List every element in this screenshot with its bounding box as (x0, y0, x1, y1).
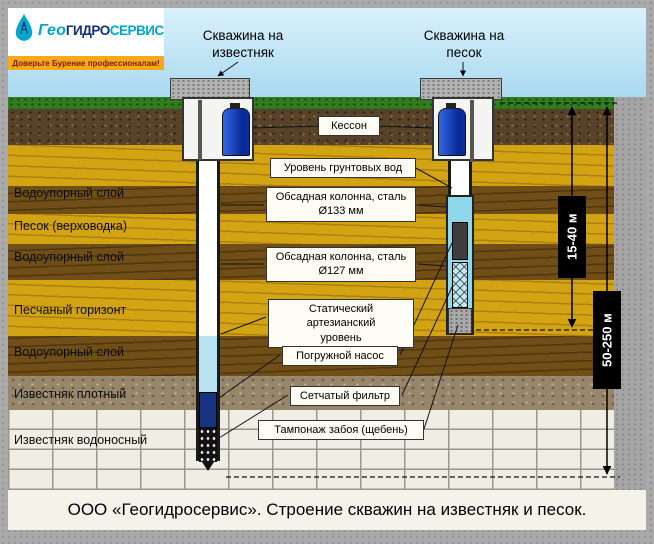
sand-well-concrete-cap (420, 78, 502, 100)
limestone-well-tank-valve (230, 103, 240, 109)
sand-well-mesh-filter (452, 262, 468, 308)
callout-caisson: Кессон (318, 116, 380, 137)
limestone-well-pressure-tank (222, 108, 250, 156)
caption-text: ООО «Геогидросервис». Строение скважин н… (67, 500, 587, 519)
sand-well-tank-valve (446, 103, 456, 109)
limestone-well-bottom-tip (202, 462, 214, 471)
sand-well-drop-pipe (470, 100, 474, 162)
layer-label-sand-horizon: Песчаный горизонт (14, 303, 127, 317)
callout-casing-133: Обсадная колонна, сталь Ø133 мм (266, 187, 416, 222)
sand-well-gravel-tamponage (448, 308, 472, 334)
callout-artesian-level: Статический артезианский уровень (268, 299, 414, 348)
depth-label-sand-well: 15-40 м (558, 196, 586, 278)
callout-tamponage: Тампонаж забоя (щебень) (258, 420, 424, 441)
title-sand-well: Скважина на песок (423, 28, 505, 60)
water-drop-icon (13, 13, 35, 48)
layer-label-aquitard-3: Водоупорный слой (14, 345, 125, 359)
logo-text: ГеоГИДРОСЕРВИС (38, 22, 164, 40)
sand-well-submersible-pump (452, 222, 468, 260)
caption-bar: ООО «Геогидросервис». Строение скважин н… (8, 490, 646, 530)
callout-casing-133-line1: Обсадная колонна, сталь (275, 191, 407, 203)
limestone-well-submersible-pump (199, 392, 217, 428)
company-logo: ГеоГИДРОСЕРВИС Доверьте Бурение професси… (8, 8, 164, 70)
callout-mesh-filter: Сетчатый фильтр (290, 386, 400, 407)
limestone-well-water-column (199, 336, 217, 392)
limestone-well-screen-filter (199, 428, 217, 462)
layer-grass (8, 97, 614, 109)
layer-label-aquitard-1: Водоупорный слой (14, 186, 125, 200)
layer-label-aquitard-2: Водоупорный слой (14, 250, 125, 264)
layer-topsoil (8, 109, 614, 145)
callout-casing-127: Обсадная колонна, сталь Ø127 мм (266, 247, 416, 282)
callout-casing-127-line1: Обсадная колонна, сталь (275, 251, 407, 263)
logo-text-servis: СЕРВИС (109, 22, 164, 38)
depth-label-limestone-well: 50-250 м (593, 291, 621, 389)
layer-label-perched-sand: Песок (верховодка) (14, 219, 128, 233)
callout-artesian-line2: уровень (320, 331, 362, 344)
limestone-well-drop-pipe (198, 100, 202, 160)
layer-label-limestone-dense: Известняк плотный (14, 387, 127, 401)
callout-artesian-line1: Статический артезианский (306, 303, 376, 330)
sand-well-casing (448, 161, 472, 197)
logo-text-geo: Гео (38, 21, 66, 39)
callout-groundwater-level: Уровень грунтовых вод (270, 158, 416, 179)
logo-tagline: Доверьте Бурение профессионалам! (8, 56, 164, 70)
callout-casing-127-line2: Ø127 мм (318, 265, 364, 278)
layer-label-limestone-aquifer: Известняк водоносный (14, 433, 148, 447)
logo-text-gidro: ГИДРО (65, 22, 110, 38)
callout-submersible-pump: Погружной насос (282, 346, 398, 367)
callout-casing-133-line2: Ø133 мм (318, 205, 364, 218)
title-limestone-well: Скважина на известняк (202, 28, 284, 60)
sand-well-pressure-tank (438, 108, 466, 156)
